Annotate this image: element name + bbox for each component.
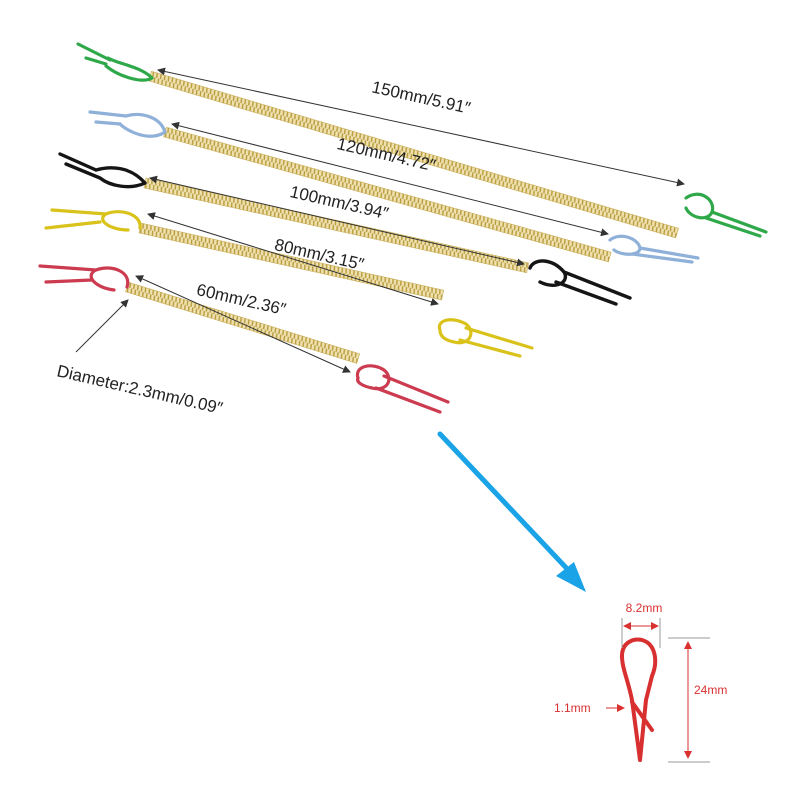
dimension-line-60mm	[135, 275, 351, 373]
blue-arrow	[437, 431, 586, 592]
dimension-line-80mm	[147, 212, 439, 306]
detail-clip: 8.2mm 24mm 1.1mm	[554, 601, 727, 763]
clip-green-right	[684, 192, 768, 238]
label-150mm: 150mm/5.91″	[370, 77, 472, 117]
clip-red-right	[355, 364, 450, 414]
dimension-line-120mm	[171, 121, 609, 237]
label-diameter: Diameter:2.3mm/0.09″	[55, 361, 224, 418]
label-wire: 1.1mm	[554, 701, 591, 715]
clip-yellow-right	[437, 318, 534, 358]
detail-clip-wire	[620, 637, 658, 762]
clip-blue-left	[88, 110, 167, 138]
clip-black-right	[528, 259, 632, 306]
clip-red-left	[38, 264, 130, 292]
label-width: 8.2mm	[626, 601, 663, 615]
clip-black-left	[58, 152, 147, 189]
clip-blue-right	[608, 234, 700, 264]
label-height: 24mm	[694, 683, 727, 697]
diameter-pointer	[75, 299, 129, 353]
clip-green-left	[76, 42, 154, 82]
clip-yellow-left	[44, 208, 142, 232]
